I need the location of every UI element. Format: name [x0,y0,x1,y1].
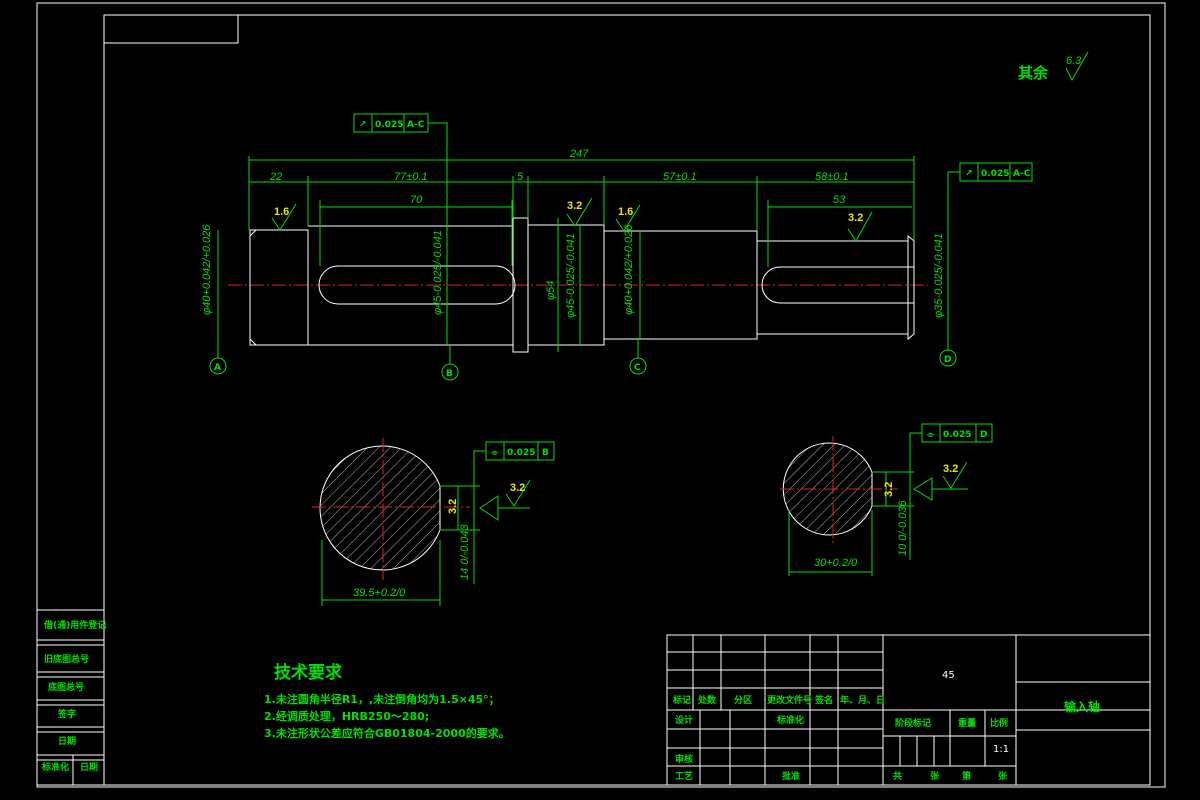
svg-text:D: D [980,430,987,440]
svg-text:分区: 分区 [734,694,752,706]
svg-text:比例: 比例 [990,717,1008,729]
svg-text:借(通)用件登记: 借(通)用件登记 [43,619,106,631]
svg-text:0.025: 0.025 [943,430,971,440]
svg-text:年、月、日: 年、月、日 [840,694,885,706]
svg-text:批准: 批准 [782,770,800,782]
svg-text:共: 共 [893,770,902,782]
svg-text:C: C [634,363,641,373]
title-block [666,634,1151,786]
dim-key-width-2: 10 0/-0.036 [897,499,909,556]
dim-53: 53 [833,194,846,206]
svg-text:D: D [944,355,951,365]
part-name: 输入轴 [1064,699,1100,714]
dim-dia45: φ45-0.025/-0.041 [432,230,444,315]
svg-text:0.025: 0.025 [375,120,403,130]
dim-70: 70 [410,194,423,206]
datum-b: B [441,345,459,381]
dim-dia40-a: φ40+0.042/+0.026 [201,224,213,315]
tech-item-1: 1.未注圆角半径R1，,未注倒角均为1.5×45°； [264,692,500,706]
svg-text:B: B [542,448,549,458]
dim-key-depth-1: 39.5+0.2/0 [353,587,406,599]
tolerance-frame-ac-right: ↗ 0.025 A-C [947,162,1033,241]
svg-text:张: 张 [998,770,1008,782]
section-view-2: 3.2 3.2 [780,436,968,576]
svg-text:↗: ↗ [965,169,973,179]
tolerance-frame-b: ⌯ 0.025 B [473,441,555,486]
svg-text:A-C: A-C [407,120,425,130]
svg-text:审核: 审核 [675,753,693,765]
section-view-1: 3.2 3.2 [312,438,531,606]
svg-text:3.2: 3.2 [447,499,459,514]
svg-text:6.3: 6.3 [1066,55,1082,67]
dim-key-depth-2: 30+0.2/0 [814,557,858,569]
svg-text:重量: 重量 [958,717,976,729]
dim-57: 57±0.1 [663,171,697,183]
svg-text:↗: ↗ [359,120,367,130]
title-row-labels: 标记 处数 分区 更改文件号 签名 年、月、日 设计 标准化 阶段标记 重量 比… [672,694,1008,782]
dim-77: 77±0.1 [394,171,428,183]
svg-text:⌯: ⌯ [927,430,935,440]
dim-22: 22 [269,171,282,183]
material: 45 [942,670,955,681]
svg-text:工艺: 工艺 [675,770,693,782]
tolerance-frame-d: ⌯ 0.025 D [909,423,993,472]
inner-border [103,14,1151,786]
roughness-marks: 1.6 3.2 1.6 3.2 [271,197,873,242]
dim-58: 58±0.1 [815,171,849,183]
svg-text:底图总号: 底图总号 [48,681,84,693]
scale-value: 1:1 [993,744,1009,755]
svg-text:3.2: 3.2 [510,482,525,494]
roughness-rest-label: 其余 [1018,64,1049,82]
svg-text:3.2: 3.2 [883,482,895,497]
datum-a: A [209,345,227,375]
dim-dia54: φ54 [545,281,557,300]
tech-title: 技术要求 [274,662,342,683]
dim-dia40-b: φ40+0.042/+0.026 [623,224,635,315]
svg-text:1.6: 1.6 [274,206,289,218]
dim-dia35: φ35-0.025/-0.041 [933,233,945,318]
svg-text:标准化: 标准化 [776,714,804,726]
dimension-lines [248,156,915,267]
datum-c: C [629,339,647,375]
tech-item-3: 3.未注形状公差应符合GB01804-2000的要求。 [264,726,510,740]
svg-text:0.025: 0.025 [981,169,1009,179]
dim-dia45-b: φ45-0.025/-0.041 [565,233,577,318]
svg-text:3.2: 3.2 [943,463,958,475]
roughness-rest-symbol: 6.3 [1065,51,1089,82]
svg-text:B: B [446,369,453,379]
side-block: 借(通)用件登记 旧底图总号 底图总号 签字 日期 标准化 日期 [36,609,106,786]
shaft-outline [249,217,915,353]
svg-text:A: A [214,363,221,373]
dim-total: 247 [569,148,589,160]
svg-text:签字: 签字 [57,708,76,720]
svg-text:设计: 设计 [675,714,693,726]
svg-text:1.6: 1.6 [618,206,633,218]
svg-text:张: 张 [930,770,940,782]
svg-text:签名: 签名 [814,694,833,706]
svg-text:标记: 标记 [672,694,691,706]
datum-d: D [939,334,957,367]
svg-text:3.2: 3.2 [848,212,863,224]
tech-item-2: 2.经调质处理，HRB250～280; [264,709,429,723]
svg-text:标准化: 标准化 [41,761,69,773]
outer-border [36,2,1166,788]
svg-text:⌯: ⌯ [491,448,499,458]
svg-text:阶段标记: 阶段标记 [895,717,931,729]
dim-key-width-1: 14 0/-0.043 [459,523,471,580]
svg-text:旧底图总号: 旧底图总号 [44,653,89,665]
svg-text:A-C: A-C [1013,169,1031,179]
svg-text:日期: 日期 [80,761,98,773]
svg-text:第: 第 [962,770,971,782]
svg-text:3.2: 3.2 [567,200,582,212]
svg-text:更改文件号: 更改文件号 [767,694,812,706]
svg-text:处数: 处数 [697,694,717,706]
svg-text:日期: 日期 [58,735,76,747]
code-box [103,14,239,44]
dim-5: 5 [517,171,524,183]
svg-text:0.025: 0.025 [507,448,535,458]
diameter-dims [217,218,949,352]
tolerance-frame-ac-left: ↗ 0.025 A-C [353,113,448,226]
